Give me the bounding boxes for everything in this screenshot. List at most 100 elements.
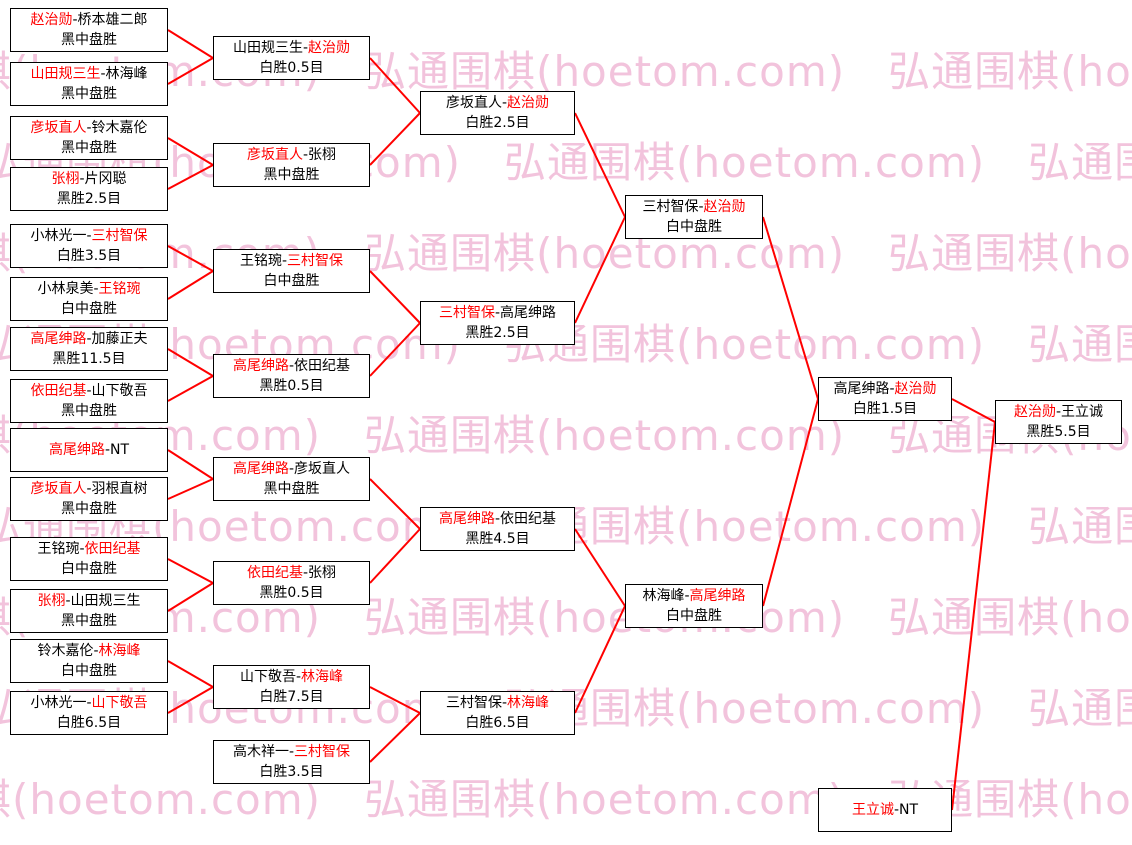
loser-name: 林海峰 [642, 588, 685, 604]
match-box-r1m7: 高尾绅路-加藤正夫黑胜11.5目 [10, 327, 168, 371]
match-players: 小林泉美-王铭琬 [37, 281, 141, 297]
winner-name: 山下敬吾 [91, 695, 148, 711]
loser-name: 王铭琬 [37, 541, 80, 557]
match-players: 小林光一-山下敬吾 [30, 695, 148, 711]
match-players: 张栩-片冈聪 [51, 171, 127, 187]
match-result: 黑胜2.5目 [465, 325, 530, 341]
match-result: 白胜6.5目 [465, 715, 530, 731]
loser-name: 铃木嘉伦 [37, 643, 94, 659]
connector-line [167, 164, 214, 190]
connector-line [167, 245, 214, 272]
match-result: 白胜1.5目 [852, 401, 918, 417]
loser-name: 桥本雄二郎 [77, 12, 148, 28]
match-box-r1m6: 小林泉美-王铭琬白中盘胜 [10, 277, 168, 321]
match-result: 黑中盘胜 [61, 140, 117, 156]
match-box-r3m1: 彦坂直人-赵治勋白胜2.5目 [420, 91, 575, 135]
match-box-r1m4: 张栩-片冈聪黑胜2.5目 [10, 167, 168, 211]
match-box-r3m4: 三村智保-林海峰白胜6.5目 [420, 691, 575, 735]
match-box-r2m6: 依田纪基-张栩黑胜0.5目 [213, 561, 370, 605]
winner-name: 高尾绅路 [232, 461, 289, 477]
connector-line [167, 478, 214, 500]
connector-line [574, 528, 626, 607]
match-players: 高木祥一-三村智保 [232, 744, 351, 760]
match-box-r1m11: 王铭琬-依田纪基白中盘胜 [10, 537, 168, 581]
match-box-r4m2: 林海峰-高尾绅路白中盘胜 [625, 584, 763, 628]
match-players: 三村智保-林海峰 [445, 695, 550, 711]
match-result: 白胜0.5目 [259, 60, 324, 76]
match-box-r3m3: 高尾绅路-依田纪基黑胜4.5目 [420, 507, 575, 551]
winner-name: 王立诚 [851, 802, 894, 818]
loser-name: 高尾绅路 [500, 305, 557, 321]
winner-name: 林海峰 [301, 669, 344, 685]
connector-line [369, 322, 421, 377]
winner-name: 依田纪基 [30, 383, 87, 399]
match-box-r2m5: 高尾绅路-彦坂直人黑中盘胜 [213, 457, 370, 501]
connector-line [369, 686, 421, 714]
loser-name: 张栩 [308, 565, 337, 581]
connector-line [574, 605, 626, 714]
match-box-r2m8: 高木祥一-三村智保白胜3.5目 [213, 740, 370, 784]
match-result: 白胜3.5目 [259, 764, 324, 780]
connector-line [167, 270, 214, 300]
loser-name: 三村智保 [642, 199, 699, 215]
connector-line [167, 660, 214, 688]
winner-name: 王铭琬 [98, 281, 141, 297]
loser-name: 山下敬吾 [91, 383, 148, 399]
match-box-r1m1: 赵治勋-桥本雄二郎黑中盘胜 [10, 8, 168, 52]
match-players: 高尾绅路-彦坂直人 [232, 461, 351, 477]
match-result: 白胜7.5目 [259, 689, 324, 705]
watermark-text: 弘通围棋(hoetom.com) 弘通围棋(hoetom.com) 弘通围棋(h… [0, 229, 1132, 278]
winner-name: 高尾绅路 [689, 588, 746, 604]
loser-name: 王立诚 [1061, 404, 1104, 420]
connector-line [369, 712, 421, 763]
loser-name: NT [110, 442, 130, 458]
match-players: 张栩-山田规三生 [37, 593, 141, 609]
match-box-r2m7: 山下敬吾-林海峰白胜7.5目 [213, 665, 370, 709]
match-players: 林海峰-高尾绅路 [642, 588, 746, 604]
winner-name: 三村智保 [91, 228, 148, 244]
connector-line [167, 449, 214, 480]
loser-name: 王铭琬 [239, 253, 282, 269]
match-players: 山下敬吾-林海峰 [239, 669, 344, 685]
match-box-r2m3: 王铭琬-三村智保白中盘胜 [213, 249, 370, 293]
winner-name: 三村智保 [294, 744, 351, 760]
match-result: 黑胜11.5目 [52, 351, 126, 367]
match-result: 白胜3.5目 [56, 248, 122, 264]
match-players: 赵治勋-王立诚 [1013, 404, 1104, 420]
winner-name: 林海峰 [507, 695, 550, 711]
winner-name: 赵治勋 [703, 199, 746, 215]
match-players: 三村智保-赵治勋 [642, 199, 746, 215]
match-players: 彦坂直人-张栩 [246, 147, 337, 163]
match-box-r1m3: 彦坂直人-铃木嘉伦黑中盘胜 [10, 116, 168, 160]
match-result: 黑胜2.5目 [56, 191, 122, 207]
loser-name: 铃木嘉伦 [91, 120, 148, 136]
winner-name: 三村智保 [438, 305, 495, 321]
match-players: 山田规三生-赵治勋 [232, 40, 351, 56]
loser-name: NT [899, 802, 919, 818]
match-result: 白胜2.5目 [465, 115, 530, 131]
match-players: 赵治勋-桥本雄二郎 [30, 12, 148, 28]
match-box-r2m2: 彦坂直人-张栩黑中盘胜 [213, 143, 370, 187]
match-result: 黑中盘胜 [263, 481, 320, 497]
match-result: 黑胜4.5目 [465, 531, 530, 547]
connector-line [167, 375, 214, 402]
loser-name: 山田规三生 [232, 40, 303, 56]
match-box-r1m13: 铃木嘉伦-林海峰白中盘胜 [10, 639, 168, 683]
loser-name: 片冈聪 [84, 171, 127, 187]
winner-name: 林海峰 [98, 643, 141, 659]
connector-line [951, 421, 996, 811]
winner-name: 高尾绅路 [30, 331, 87, 347]
loser-name: 林海峰 [105, 66, 148, 82]
match-box-r5m2: 王立诚-NT [818, 788, 952, 832]
connector-line [762, 398, 819, 607]
winner-name: 彦坂直人 [30, 481, 87, 497]
match-result: 白中盘胜 [666, 219, 722, 235]
match-players: 彦坂直人-羽根直树 [30, 481, 148, 497]
match-result: 白中盘胜 [666, 608, 722, 624]
match-players: 彦坂直人-铃木嘉伦 [30, 120, 148, 136]
winner-name: 赵治勋 [30, 12, 73, 28]
match-result: 黑中盘胜 [61, 86, 117, 102]
match-box-f1: 赵治勋-王立诚黑胜5.5目 [995, 400, 1122, 444]
connector-line [167, 137, 214, 166]
match-players: 铃木嘉伦-林海峰 [37, 643, 141, 659]
